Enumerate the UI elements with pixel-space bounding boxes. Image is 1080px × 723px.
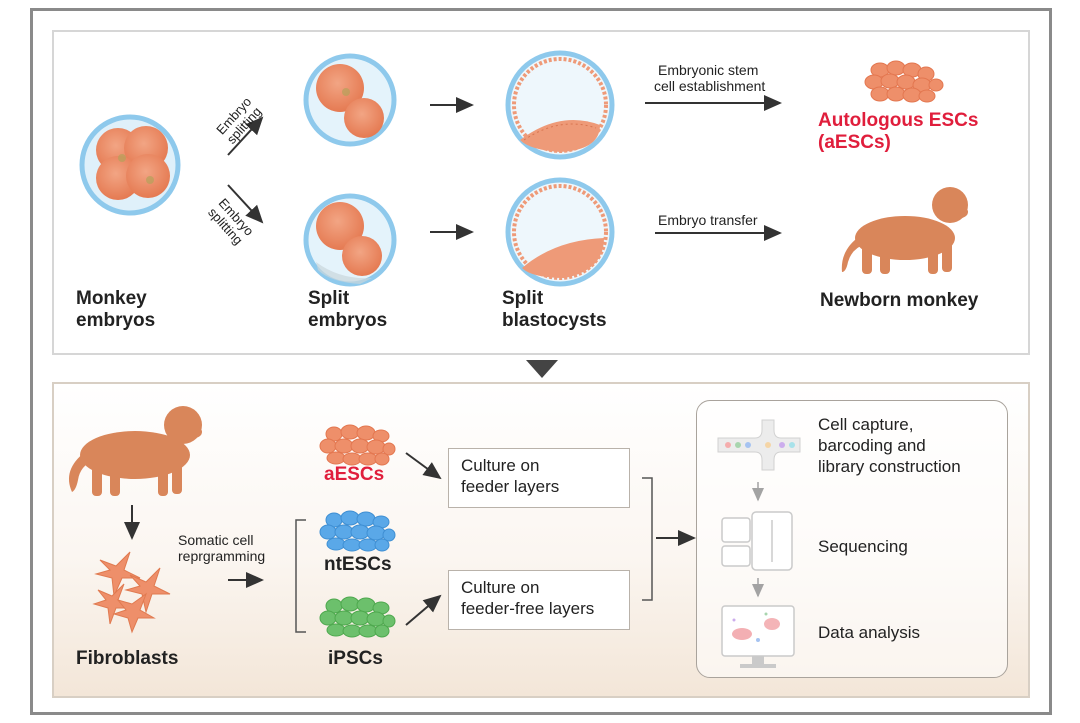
ipsc-colony-icon [319,596,396,638]
split-arrow-up [227,116,264,156]
split-embryo-top-icon [303,53,397,147]
culture-bracket [642,477,653,601]
sequencing-label: Sequencing [818,537,908,556]
cell-types-bracket [295,519,306,633]
newborn-monkey-label: Newborn monkey [820,290,979,311]
ntesc-colony-icon [319,510,396,552]
ntescs-label: ntESCs [324,554,392,575]
adult-monkey-icon [68,406,202,496]
arrow-to-feeder [405,452,442,480]
aescs-label: aESCs [324,464,385,485]
panel-transition-arrow [526,360,558,378]
embryo-transfer-label: Embryo transfer [658,212,758,228]
aesc-colony-bottom-icon [319,424,396,466]
fibroblasts-label: Fibroblasts [76,648,179,669]
split-blastocyst-top-icon [505,50,615,160]
fibroblasts-icon [92,551,171,634]
split-embryo-bottom-icon [303,193,397,287]
split-blastocyst-bottom-icon [505,177,615,287]
aesc-colony-icon [864,60,944,103]
newborn-monkey-icon [841,187,968,274]
data-analysis-label: Data analysis [818,623,921,642]
monkey-embryo-icon [79,114,181,216]
sequencing-pipeline-box [696,400,1008,678]
ipscs-label: iPSCs [328,648,383,669]
split-arrow-down [227,184,264,224]
autologous-escs-label: Autologous ESCs(aESCs) [818,110,979,153]
arrow-to-feeder-free [405,594,442,626]
